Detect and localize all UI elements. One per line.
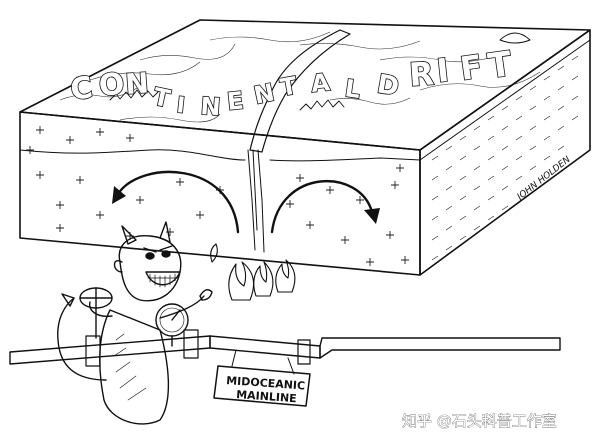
title-letter: T [151, 82, 173, 113]
artist-signature: JOHN HOLDEN [514, 155, 573, 204]
cross-mark [36, 171, 44, 179]
title-letter: N [251, 78, 276, 110]
cross-mark [386, 231, 394, 239]
rift-fissure [247, 149, 265, 253]
cross-mark [286, 200, 294, 208]
cross-mark [36, 126, 44, 134]
convection-arrows [112, 170, 380, 234]
valve-wheel [79, 287, 113, 339]
cross-mark [136, 196, 144, 204]
convection-arrow-right [270, 180, 374, 234]
cross-mark [96, 128, 104, 136]
devil-ear [113, 260, 123, 273]
devil-eye [161, 250, 171, 258]
sign-line-1: MIDOCEANIC [226, 374, 306, 392]
sign-strings [231, 349, 295, 375]
sign-line-2: MAINLINE [236, 388, 297, 405]
devil [57, 221, 213, 425]
cross-mark [296, 174, 304, 182]
pipe-flange [85, 335, 101, 367]
title-letter: R [408, 54, 435, 94]
devil-arm-left [89, 301, 113, 317]
cross-mark [366, 258, 374, 266]
title-letter: E [226, 86, 245, 116]
title-letter: A [310, 68, 332, 98]
side-face-layer [419, 39, 591, 161]
sign-board [213, 365, 311, 407]
devil-tail-tip [61, 293, 75, 307]
title-letter: T [486, 44, 515, 87]
pipeline [9, 329, 561, 367]
devil-eye [145, 252, 155, 260]
flames [210, 243, 296, 301]
mainline-sign: MIDOCEANIC MAINLINE [213, 349, 311, 407]
title-letter: N [200, 92, 222, 121]
devil-horn-right [159, 221, 171, 243]
pipe-riser [319, 337, 561, 359]
convection-arrow-left-head [112, 186, 126, 204]
rift-ridge-right [299, 99, 345, 111]
devil-tail [57, 297, 107, 381]
block-side-face [419, 29, 591, 276]
devil-horn-left [121, 225, 137, 245]
devil-body-shading [113, 333, 147, 401]
volcano-crater [499, 32, 531, 44]
devil-teeth [147, 273, 179, 288]
cross-mark [401, 256, 409, 264]
rift-valley [249, 29, 351, 153]
cross-mark [56, 224, 64, 232]
cross-mark [26, 146, 34, 154]
cross-mark [306, 221, 314, 229]
flame [275, 259, 296, 293]
devil-hand [199, 289, 213, 301]
title-letter: O [97, 66, 126, 103]
cross-mark [176, 178, 184, 186]
earth-block [19, 19, 591, 276]
side-face-hatching [431, 55, 579, 261]
rift-ridge-left [109, 89, 166, 101]
crust-layer [19, 149, 421, 162]
flame [228, 261, 255, 301]
cross-mark [76, 176, 84, 184]
flame [253, 261, 274, 297]
cross-mark [126, 134, 134, 142]
cross-mark [66, 136, 74, 144]
title-letter: L [343, 74, 362, 104]
title-letter: D [375, 69, 401, 102]
cross-mark [396, 164, 404, 172]
title-letter: I [435, 51, 451, 90]
cross-mark [391, 181, 399, 189]
devil-brows [143, 245, 173, 253]
convection-arrow-right-head [364, 208, 380, 224]
pipe-main [9, 335, 211, 365]
devil-body [99, 309, 170, 425]
mantle-cross-marks [26, 126, 409, 266]
cross-mark [196, 211, 204, 219]
title-letter: N [124, 66, 150, 101]
flame [210, 243, 218, 263]
cross-mark [96, 211, 104, 219]
cross-mark [326, 186, 334, 194]
pipe-flange [183, 329, 199, 359]
title-letter: I [175, 93, 186, 119]
pipe-flange [297, 339, 311, 365]
convection-arrow-left [116, 170, 240, 234]
title-letter: F [458, 47, 485, 88]
watermark: 知乎 @石头科普工作室 [402, 412, 557, 430]
pipe-segment [209, 335, 321, 359]
title-letter: T [278, 71, 300, 102]
pressure-gauge [155, 303, 189, 347]
cross-mark [341, 236, 349, 244]
cross-mark [56, 201, 64, 209]
surface-texture [59, 31, 541, 123]
cross-mark [356, 196, 364, 204]
